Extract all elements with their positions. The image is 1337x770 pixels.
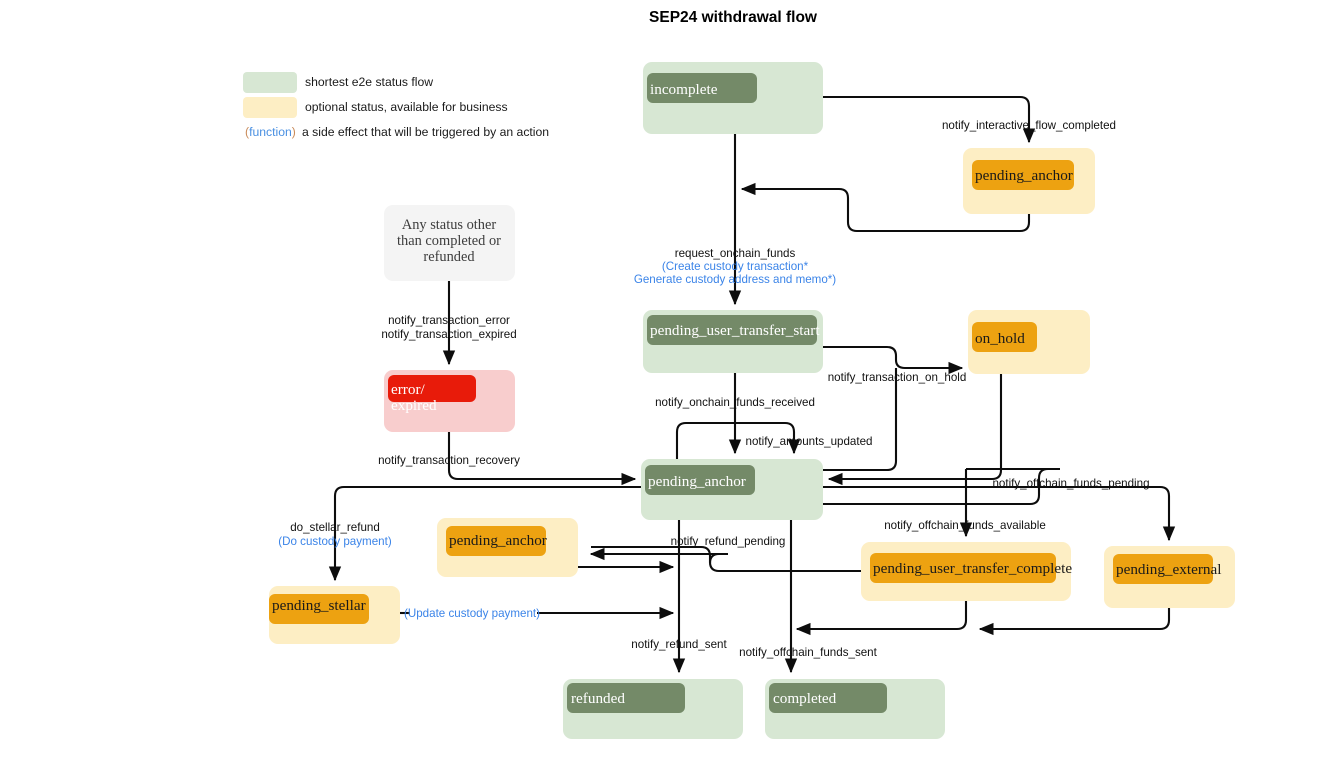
node-incomplete-label: incomplete <box>650 81 718 98</box>
node-incomplete-inner <box>647 73 757 103</box>
edge-label-notify-onchain-funds-received: notify_onchain_funds_received <box>655 396 815 409</box>
node-on-hold-label: on_hold <box>975 330 1025 347</box>
node-incomplete[interactable]: incomplete <box>643 62 823 134</box>
node-pending-anchor-refund-label: pending_anchor <box>449 532 547 549</box>
legend-swatch-green <box>243 72 297 93</box>
node-pending-external[interactable]: pending_external <box>1104 546 1235 608</box>
edge-incomplete-to-pending-anchor-top <box>823 95 1036 144</box>
node-error-expired-label-line1: error/ <box>391 381 426 398</box>
edge-pending-anchor-center-to-do-stellar-refund <box>328 485 641 582</box>
edge-pending-anchor-center-to-pending-external <box>823 485 1176 542</box>
edge-label-notify-transaction-recovery: notify_transaction_recovery <box>378 454 520 467</box>
edge-layer <box>328 95 1176 674</box>
edge-label-create-custody-transaction: (Create custody transaction* <box>662 260 809 273</box>
node-any-status-note-line1: Any status other <box>402 217 497 233</box>
node-error-expired[interactable]: error/ expired <box>384 370 515 432</box>
node-pending-anchor-refund[interactable]: pending_anchor <box>437 518 578 577</box>
edge-label-do-stellar-refund: do_stellar_refund <box>290 521 380 534</box>
node-pending-anchor-center-label: pending_anchor <box>648 473 746 490</box>
edge-label-notify-transaction-on-hold: notify_transaction_on_hold <box>828 371 967 384</box>
edge-label-notify-transaction-error: notify_transaction_error <box>388 314 510 327</box>
edge-error-expired-to-pending-anchor-center <box>447 432 637 486</box>
edge-label-notify-amounts-updated: notify_amounts_updated <box>746 435 873 448</box>
edge-pending-user-transfer-complete-down <box>795 601 968 636</box>
node-pending-anchor-center-inner <box>645 465 755 495</box>
node-refunded-inner <box>567 683 685 713</box>
legend-swatch-orange <box>243 97 297 118</box>
node-pending-user-transfer-complete[interactable]: pending_user_transfer_complete <box>861 542 1072 601</box>
edge-label-notify-offchain-funds-pending: notify_offchain_funds_pending <box>992 477 1149 490</box>
node-pending-anchor-refund-inner <box>446 526 546 556</box>
node-pending-external-inner <box>1113 554 1213 584</box>
edge-label-notify-offchain-funds-sent: notify_offchain_funds_sent <box>739 646 878 659</box>
node-pending-stellar-inner <box>269 594 369 624</box>
legend-function-token: function <box>249 125 292 139</box>
edge-self-loop-amounts-updated <box>735 421 801 455</box>
edge-label-notify-offchain-funds-available: notify_offchain_funds_available <box>884 519 1046 532</box>
edge-label-do-custody-payment: (Do custody payment) <box>278 535 392 548</box>
edge-label-generate-custody-address: Generate custody address and memo*) <box>634 273 836 286</box>
node-on-hold[interactable]: on_hold <box>968 310 1090 374</box>
node-pending-user-transfer-start[interactable]: pending_user_transfer_start <box>643 310 823 373</box>
edge-label-layer: notify_interactive_flow_completed reques… <box>278 119 1149 659</box>
edge-label-notify-refund-sent: notify_refund_sent <box>631 638 727 651</box>
node-pending-anchor-top[interactable]: pending_anchor <box>963 148 1095 214</box>
node-completed-label: completed <box>773 690 837 707</box>
legend: shortest e2e status flow optional status… <box>243 72 549 139</box>
node-error-expired-label-line2: expired <box>391 397 437 414</box>
legend-open-paren: ( <box>245 125 249 139</box>
edge-on-hold-to-pending-anchor-center <box>827 374 1003 486</box>
edge-label-notify-interactive-flow-completed: notify_interactive_flow_completed <box>942 119 1116 132</box>
node-pending-external-label: pending_external <box>1116 561 1221 578</box>
edge-pending-anchor-center-to-on-hold <box>823 368 898 472</box>
node-pending-user-transfer-complete-label: pending_user_transfer_complete <box>873 560 1072 577</box>
legend-label-green: shortest e2e status flow <box>305 75 433 89</box>
edge-label-notify-refund-pending: notify_refund_pending <box>671 535 786 548</box>
node-refunded[interactable]: refunded <box>563 679 743 739</box>
node-pending-anchor-top-label: pending_anchor <box>975 167 1073 184</box>
page-title: SEP24 withdrawal flow <box>649 9 818 26</box>
legend-function-token-group: (function) <box>245 125 296 139</box>
node-completed[interactable]: completed <box>765 679 945 739</box>
node-pending-anchor-top-inner <box>972 160 1074 190</box>
node-error-expired-inner <box>388 375 476 402</box>
node-any-status-note[interactable]: Any status other than completed or refun… <box>384 205 515 281</box>
node-pending-stellar[interactable]: pending_stellar <box>269 586 400 644</box>
edge-self-loop-onchain-funds-received <box>675 421 735 459</box>
edge-on-hold-arrow-segment <box>894 359 964 375</box>
node-refunded-label: refunded <box>571 690 625 707</box>
edge-pending-user-transfer-start-to-on-hold <box>823 345 898 360</box>
node-completed-inner <box>769 683 887 713</box>
legend-close-paren: ) <box>292 125 296 139</box>
node-on-hold-inner <box>972 322 1037 352</box>
node-pending-user-transfer-start-inner <box>647 315 817 345</box>
edge-refund-pending-from-spine <box>708 552 728 564</box>
node-pending-anchor-center[interactable]: pending_anchor <box>641 459 823 520</box>
node-layer: incomplete pending_anchor Any status oth… <box>269 62 1235 739</box>
edge-pending-anchor-top-return <box>740 182 1031 233</box>
node-pending-user-transfer-complete-inner <box>870 553 1056 583</box>
legend-label-function: a side effect that will be triggered by … <box>302 125 549 139</box>
edge-label-request-onchain-funds: request_onchain_funds <box>675 247 796 260</box>
node-any-status-note-line3: refunded <box>423 249 475 265</box>
node-any-status-note-line2: than completed or <box>397 233 501 249</box>
node-pending-user-transfer-start-label: pending_user_transfer_start <box>650 322 820 339</box>
edge-label-update-custody-payment: (Update custody payment) <box>404 607 540 620</box>
node-any-status-note-bg <box>384 205 515 281</box>
edge-label-notify-transaction-expired: notify_transaction_expired <box>381 328 516 341</box>
legend-label-orange: optional status, available for business <box>305 100 508 114</box>
edge-pending-user-transfer-complete-to-refund-left <box>591 545 861 573</box>
edge-pending-external-down <box>978 608 1171 636</box>
node-pending-stellar-label: pending_stellar <box>272 597 366 614</box>
